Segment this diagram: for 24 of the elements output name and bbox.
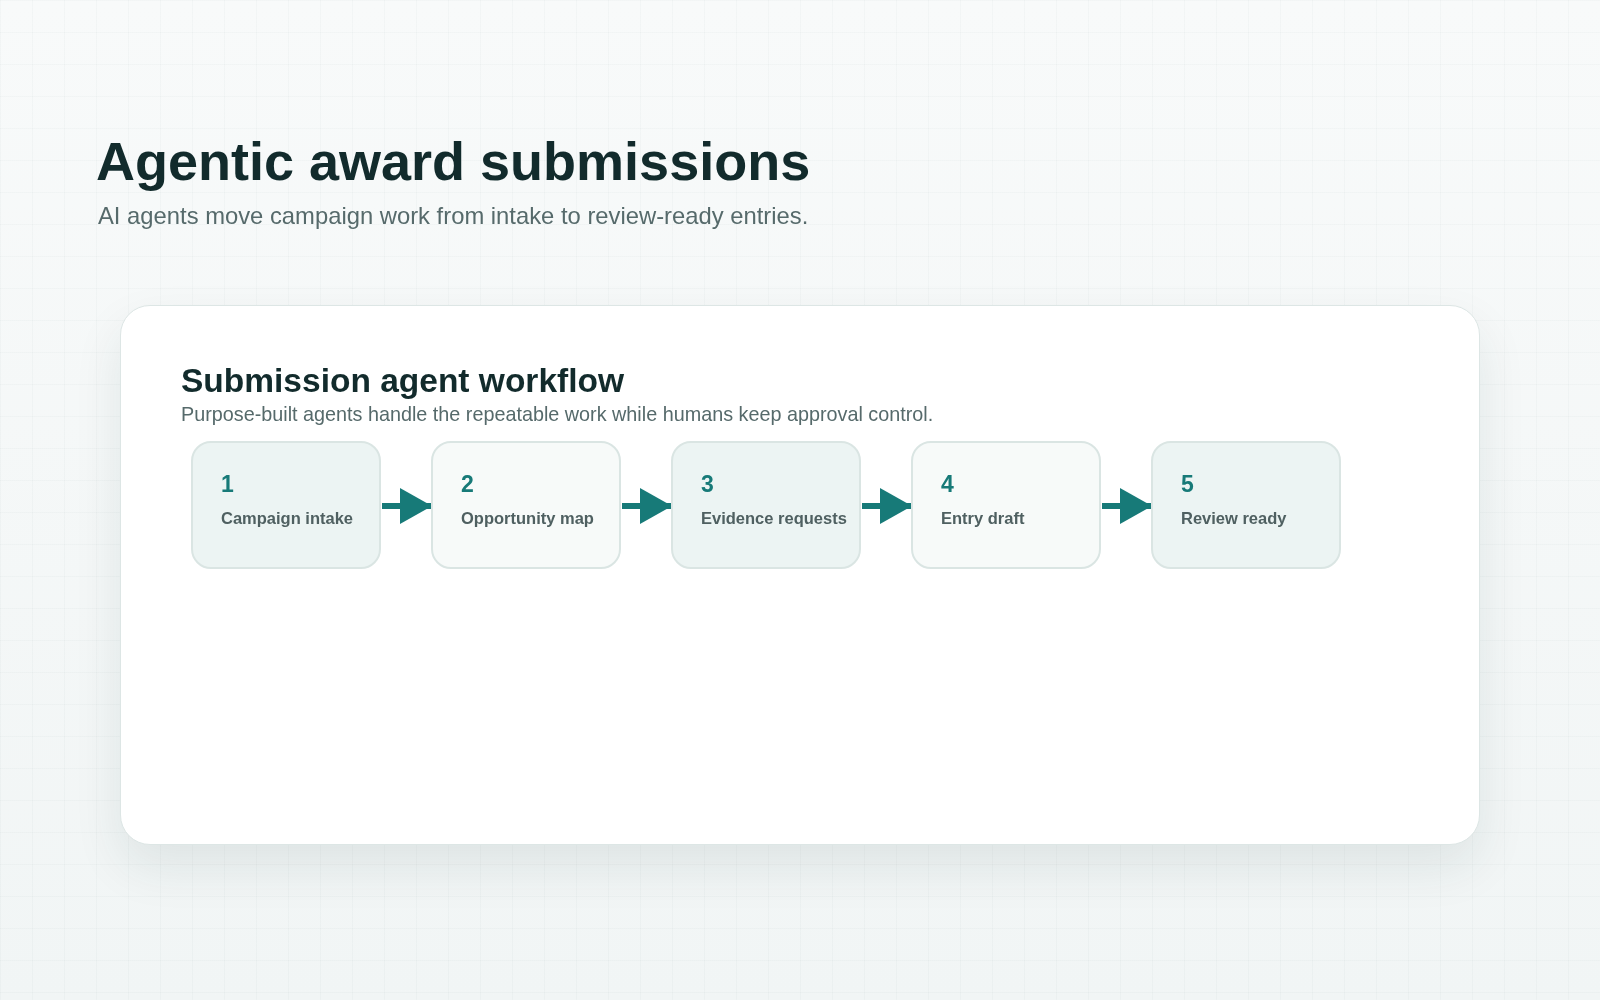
step-title: Review ready [1181,508,1287,528]
arrow [1102,490,1152,522]
step-title: Opportunity map [461,508,594,528]
step-card [911,441,1101,569]
panel-description: Purpose-built agents handle the repeatable work while humans keep approval control. [181,403,934,426]
page-title: Agentic award submissions [96,130,811,192]
arrow [862,490,912,522]
arrow [622,490,672,522]
step-title: Campaign intake [221,508,354,528]
step-card [191,441,381,569]
step-number: 5 [1181,471,1194,497]
step-number: 2 [461,471,474,497]
step-number: 4 [941,471,954,497]
step-card [431,441,621,569]
step-number: 3 [701,471,714,497]
step-card [671,441,861,569]
step-card [1151,441,1341,569]
step-number: 1 [221,471,234,497]
arrow [382,490,432,522]
step-title: Entry draft [941,508,1025,528]
step-title: Evidence requests [701,508,847,528]
workflow-panel [120,305,1480,845]
panel-heading: Submission agent workflow [181,361,624,401]
page-subtitle: AI agents move campaign work from intake to review-ready entries. [98,202,809,230]
